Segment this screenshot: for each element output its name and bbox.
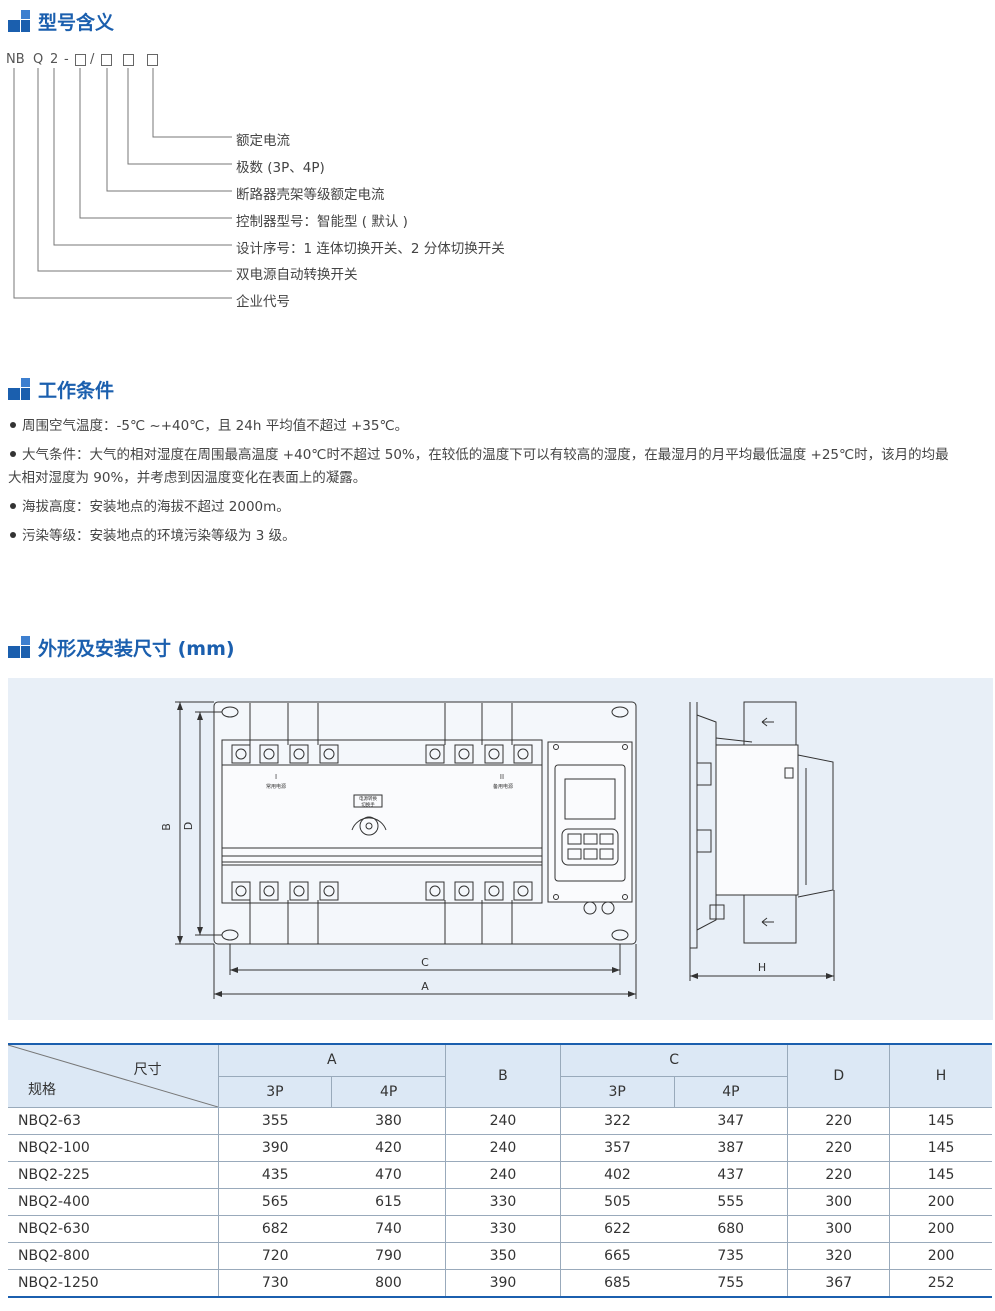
model-legend-lines <box>13 68 232 299</box>
code-box <box>147 54 158 66</box>
dim-label-a: A <box>421 980 429 993</box>
legend-item: 企业代号 <box>236 294 290 310</box>
legend-item: 极数 (3P、4P) <box>236 160 325 176</box>
label-backup-power: 备用电源 <box>493 783 513 790</box>
bottom-terminals <box>231 881 533 944</box>
code-box <box>75 54 86 66</box>
side-view <box>689 701 835 981</box>
sub-header-4p: 4P <box>331 1076 446 1109</box>
code-box <box>101 54 112 66</box>
sub-header-3p: 3P <box>217 1076 332 1109</box>
controller-unit <box>547 741 633 903</box>
bullet-dot-icon <box>10 451 16 457</box>
col-header-h: H <box>889 1043 992 1108</box>
ground-symbol-icon <box>601 901 615 915</box>
sub-header-4p: 4P <box>673 1076 788 1109</box>
section-square-icon <box>8 636 30 658</box>
dimension-lines-front <box>175 701 637 999</box>
condition-item-continued: 大相对湿度为 90%，并考虑到因温度变化在表面上的凝露。 <box>8 470 367 486</box>
label-common-power: 常用电源 <box>266 783 286 790</box>
top-terminals <box>231 703 533 764</box>
code-box <box>123 54 134 66</box>
label-ii: II <box>500 773 504 781</box>
dim-label-c: C <box>421 956 429 969</box>
sub-header-3p: 3P <box>559 1076 675 1109</box>
condition-item: 周围空气温度：-5℃ ~+40℃，且 24h 平均值不超过 +35℃。 <box>8 414 988 438</box>
legend-item: 双电源自动转换开关 <box>236 267 358 283</box>
bullet-dot-icon <box>10 422 16 428</box>
section-square-icon <box>8 10 30 32</box>
dimension-drawing: B D C A H I II 常用电源 备用电源 电源转换 切换手 <box>160 701 835 999</box>
table-corner-cell: 尺寸 规格 <box>8 1043 219 1108</box>
bullet-dot-icon <box>10 503 16 509</box>
col-header-c: C <box>559 1042 788 1077</box>
legend-item: 设计序号：1 连体切换开关、2 分体切换开关 <box>236 241 505 257</box>
col-header-b: B <box>445 1043 561 1108</box>
dim-label-d: D <box>182 822 195 830</box>
section-title-conditions: 工作条件 <box>8 376 114 402</box>
condition-item: 海拔高度：安装地点的海拔不超过 2000m。 <box>8 495 988 519</box>
label-knob-2: 切换手 <box>361 801 375 808</box>
knob-icon <box>359 816 379 836</box>
arrow-icon <box>761 717 774 927</box>
legend-item: 额定电流 <box>236 133 290 149</box>
legend-item: 断路器壳架等级额定电流 <box>236 187 385 203</box>
label-knob: 电源转换 <box>359 795 377 802</box>
label-i: I <box>275 773 277 781</box>
dim-label-h: H <box>758 961 766 974</box>
section-title-dimensions: 外形及安装尺寸 (mm) <box>8 634 235 660</box>
section-title-model: 型号含义 <box>8 8 114 34</box>
condition-item: 大气条件：大气的相对湿度在周围最高温度 +40℃时不超过 50%，在较低的温度下… <box>8 443 988 467</box>
front-view-body <box>221 764 543 866</box>
bullet-dot-icon <box>10 532 16 538</box>
col-header-d: D <box>787 1043 890 1108</box>
legend-item: 控制器型号：智能型 ( 默认 ) <box>236 214 408 230</box>
section-square-icon <box>8 378 30 400</box>
condition-item: 污染等级：安装地点的环境污染等级为 3 级。 <box>8 524 988 548</box>
earth-symbol-icon <box>583 901 597 915</box>
dim-label-b: B <box>160 823 173 831</box>
col-header-a: A <box>217 1042 446 1077</box>
